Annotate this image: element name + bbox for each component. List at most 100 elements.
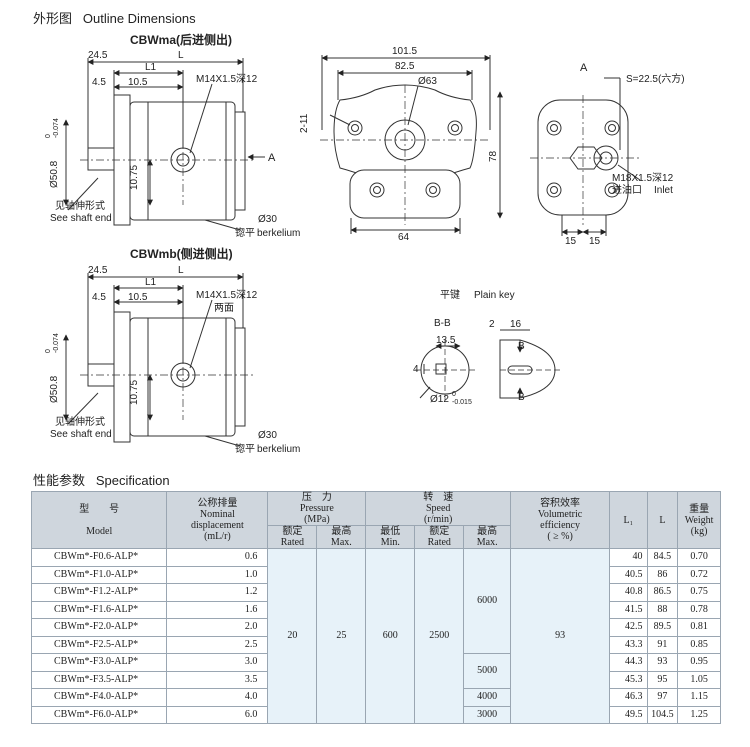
key-b-bottom: B: [518, 392, 525, 403]
cell-disp: 2.5: [166, 635, 269, 654]
cell-disp: 6.0: [166, 705, 269, 724]
cell-l: 95: [646, 670, 679, 689]
cell-weight: 1.25: [677, 705, 721, 724]
outline-heading: 外形图 Outline Dimensions: [33, 8, 196, 27]
cell-weight: 0.70: [677, 548, 721, 567]
shaft-note-cn-b: 见轴伸形式: [55, 415, 105, 428]
cell-efficiency: 93: [510, 548, 611, 724]
view-a-title: A: [580, 62, 588, 74]
cell-l: 86: [646, 565, 679, 584]
cell-disp: 1.6: [166, 600, 269, 619]
dim-4-5-a: 4.5: [92, 77, 106, 88]
dim-2-11: 2-11: [299, 113, 310, 133]
cell-l: 104.5: [646, 705, 679, 724]
side-view-b: CBWmb(侧进侧出): [63, 246, 255, 447]
outline-drawings: CBWma(后进侧出) 24.5 L L1 4: [45, 32, 685, 455]
port-label-b2: 两面: [214, 303, 234, 314]
cell-model: CBWm*-F1.0-ALP*: [30, 565, 168, 584]
front-view-labels: 101.5 82.5 Ø63 2-11 78 64: [299, 46, 499, 243]
table-row: CBWm*-F0.6-ALP* 0.6 20 25 600 2500 6000 …: [30, 548, 721, 724]
arrow-a-label: A: [268, 152, 276, 164]
cell-weight: 0.78: [677, 600, 721, 619]
dim-30-b: Ø30: [258, 430, 277, 441]
th-model: 型 号 Model: [30, 491, 168, 549]
cell-disp: 3.5: [166, 670, 269, 689]
dim-10-75-b: 10.75: [129, 380, 140, 405]
hex-label: S=22.5(六方): [626, 72, 685, 85]
dim-64: 64: [398, 232, 410, 243]
berk-cn-b: 锪平: [235, 442, 255, 455]
cell-l: 84.5: [646, 548, 679, 567]
cell-rated-speed: 2500: [414, 548, 465, 724]
side-view-a: CBWma(后进侧出): [63, 32, 265, 231]
dim-82-5: 82.5: [395, 61, 415, 72]
dim-10-5-a: 10.5: [128, 77, 148, 88]
shaft-tol-top-a: 0: [45, 134, 52, 138]
dim-12: Ø12: [430, 394, 449, 405]
dim-4-5-b: 4.5: [92, 292, 106, 303]
cell-weight: 0.75: [677, 583, 721, 602]
cell-min-speed: 600: [365, 548, 416, 724]
berk-en-a: berkelium: [257, 228, 300, 239]
cell-weight: 0.95: [677, 653, 721, 672]
dim-63: Ø63: [418, 76, 437, 87]
dim-15-a: 15: [565, 236, 577, 247]
cell-disp: 3.0: [166, 653, 269, 672]
dim-12-tol-bot: -0.015: [452, 399, 472, 406]
dim-24-5-b: 24.5: [88, 265, 108, 276]
cell-l: 89.5: [646, 618, 679, 637]
cell-model: CBWm*-F2.5-ALP*: [30, 635, 168, 654]
dim-4: 4: [413, 364, 419, 375]
front-view: [320, 55, 503, 234]
cell-weight: 0.81: [677, 618, 721, 637]
cell-l1: 43.3: [609, 635, 648, 654]
berk-cn-a: 锪平: [235, 226, 255, 239]
table-row: CBWm*-F4.0-ALP* 4.0 4000 46.3 97 1.15: [30, 688, 721, 707]
cell-l: 88: [646, 600, 679, 619]
dim-78: 78: [488, 150, 499, 162]
outline-heading-en: Outline Dimensions: [82, 11, 196, 26]
key-section: B-B: [434, 318, 451, 329]
table-row: CBWm*-F2.0-ALP* 2.0 42.5 89.5 0.81: [30, 618, 721, 637]
cell-disp: 2.0: [166, 618, 269, 637]
dim-10-75-a: 10.75: [129, 165, 140, 190]
outline-heading-cn: 外形图: [33, 11, 73, 26]
cell-max-speed-a: 6000: [463, 548, 512, 654]
cell-disp: 1.2: [166, 583, 269, 602]
cell-l1: 42.5: [609, 618, 648, 637]
dim-10-5-b: 10.5: [128, 292, 148, 303]
dim-101-5: 101.5: [392, 46, 417, 57]
cell-max-speed-b: 5000: [463, 653, 512, 689]
dim-16: 16: [510, 319, 522, 330]
cell-model: CBWm*-F4.0-ALP*: [30, 688, 168, 707]
cell-l: 91: [646, 635, 679, 654]
cell-weight: 0.72: [677, 565, 721, 584]
dim-L1-a: L1: [145, 62, 157, 73]
cell-l1: 45.3: [609, 670, 648, 689]
table-row: CBWm*-F6.0-ALP* 6.0 3000 49.5 104.5 1.25: [30, 705, 721, 724]
table-row: CBWm*-F3.5-ALP* 3.5 45.3 95 1.05: [30, 670, 721, 689]
cell-l: 93: [646, 653, 679, 672]
table-row: CBWm*-F3.0-ALP* 3.0 5000 44.3 93 0.95: [30, 653, 721, 689]
view-a-labels: S=22.5(六方) M18X1.5深12 进油口 Inlet 15 15: [565, 72, 685, 247]
inlet-cn: 进油口: [612, 183, 642, 196]
plain-key-labels: 平键 Plain key B-B 13.5 4 Ø12 0 -0.015 2 1…: [413, 288, 525, 406]
cell-l1: 46.3: [609, 688, 648, 707]
shaft-tol-bot-a: -0.074: [53, 118, 60, 138]
th-l1: L₁: [609, 491, 648, 549]
cell-model: CBWm*-F0.6-ALP*: [30, 548, 168, 567]
plain-key: [415, 329, 560, 400]
side-view-b-labels: 24.5 L L1 4.5 10.5 M14X1.5深12 两面 10.75 Ø…: [45, 265, 300, 455]
cell-l: 97: [646, 688, 679, 707]
cell-model: CBWm*-F1.6-ALP*: [30, 600, 168, 619]
